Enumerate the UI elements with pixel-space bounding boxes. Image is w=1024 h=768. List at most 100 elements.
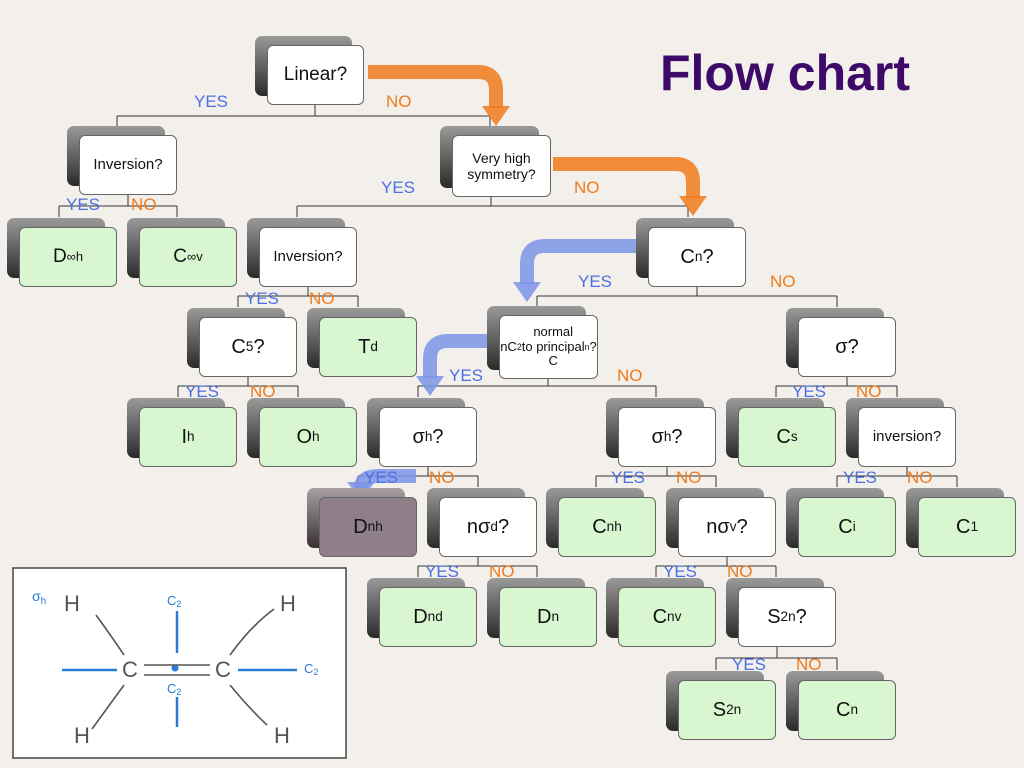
node-inversion-top: Inversion? — [67, 126, 177, 195]
no-label: NO — [907, 468, 933, 487]
yes-label: YES — [245, 289, 280, 308]
flow-arrow-cn-yes-head — [513, 282, 541, 302]
no-label: NO — [386, 92, 412, 111]
flow-arrow-cn-yes — [520, 239, 648, 284]
yes-label: YES — [843, 468, 878, 487]
yes-label: YES — [578, 272, 613, 291]
sketch-center-dot — [171, 664, 179, 672]
yes-label: YES — [66, 195, 101, 214]
bracket-connector-11 — [836, 467, 958, 487]
flow-arrow-symmetry-no — [553, 157, 700, 198]
yes-label: YES — [663, 562, 698, 581]
flow-arrow-nc2-yes-head — [416, 376, 444, 396]
sketch-bond-bottom-right — [229, 684, 268, 726]
no-label: NO — [617, 366, 643, 385]
node-label: inversion? — [858, 407, 956, 467]
bracket-connector-6 — [177, 377, 299, 397]
bracket-connector-14 — [715, 647, 838, 670]
sketch-h-top-left: H — [64, 591, 80, 616]
page-title: Flow chart — [660, 45, 911, 101]
yes-label: YES — [185, 382, 220, 401]
bracket-connector-3 — [296, 197, 689, 217]
bracket-connector-1 — [116, 105, 491, 135]
no-label: NO — [131, 195, 157, 214]
yes-label: YES — [425, 562, 460, 581]
bracket-connector-9 — [357, 467, 479, 487]
node-sigma: σ? — [786, 308, 896, 377]
yes-label: YES — [364, 468, 399, 487]
node-label: D∞h — [19, 227, 117, 287]
no-label: NO — [309, 289, 335, 308]
no-label: NO — [429, 468, 455, 487]
sketch-carbon-right: C — [215, 657, 231, 682]
yes-label: YES — [381, 178, 416, 197]
node-label: Inversion? — [259, 227, 357, 287]
sketch-bond-top-right — [229, 608, 275, 656]
no-label: NO — [796, 655, 822, 674]
yes-label: YES — [792, 382, 827, 401]
flow-arrow-linear-no — [368, 65, 503, 108]
node-label: Inversion? — [79, 135, 177, 195]
yes-label: YES — [611, 468, 646, 487]
sketch-h-bottom-right: H — [274, 723, 290, 748]
no-label: NO — [856, 382, 882, 401]
bracket-connector-4 — [237, 287, 359, 307]
node-linear: Linear? — [255, 36, 364, 105]
sketch-frame — [12, 567, 347, 759]
flow-arrow-symmetry-no-head — [679, 196, 707, 216]
bracket-connector-5 — [536, 287, 838, 307]
node-c-inf-v: C∞v — [127, 218, 237, 287]
no-label: NO — [250, 382, 276, 401]
no-label: NO — [770, 272, 796, 291]
ethylene-sketch: σh C2 C2 C2 C C H H H H — [12, 567, 347, 759]
sketch-bond-top-left — [95, 614, 125, 656]
no-label: NO — [489, 562, 515, 581]
sketch-carbon-left: C — [122, 657, 138, 682]
node-inversion-right: inversion? — [846, 398, 956, 467]
flow-arrow-nc2-yes — [423, 334, 499, 378]
sketch-h-bottom-left: H — [74, 723, 90, 748]
no-label: NO — [676, 468, 702, 487]
node-d-inf-h: D∞h — [7, 218, 117, 287]
bracket-connector-13 — [655, 557, 777, 577]
node-label: σ? — [798, 317, 896, 377]
